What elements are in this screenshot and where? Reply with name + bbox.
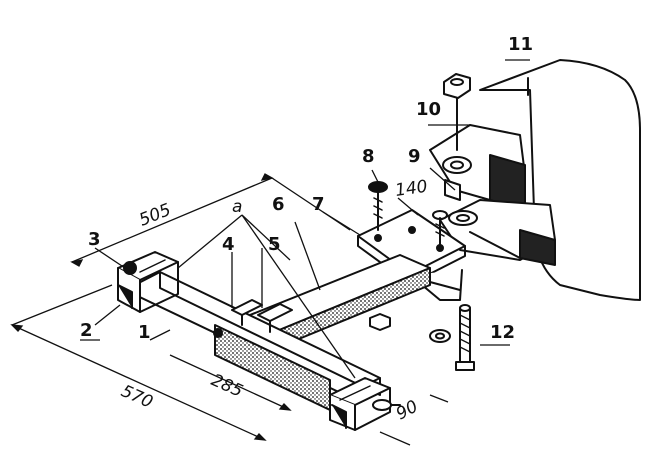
- dimension-lines: [10, 59, 530, 446]
- part-label-4: 4: [222, 234, 235, 255]
- nut-10: [443, 73, 471, 151]
- clamps: [213, 299, 293, 338]
- lower-bracket: [439, 199, 556, 266]
- part-label-3: 3: [88, 229, 101, 250]
- dimension-90: 90: [393, 397, 421, 425]
- dimension-140: 140: [394, 177, 429, 201]
- body-panel: [479, 59, 641, 301]
- part-label-5: 5: [268, 234, 281, 255]
- right-bracket: [329, 377, 401, 431]
- part-label-2: 2: [80, 320, 93, 341]
- bolt-12: [455, 304, 475, 371]
- washer: [429, 329, 451, 343]
- left-bracket: [117, 251, 179, 313]
- part-label-6: 6: [272, 194, 285, 215]
- marker-a: a: [232, 197, 242, 217]
- dimension-285: 285: [208, 370, 246, 401]
- dimension-505: 505: [136, 200, 174, 231]
- part-label-9: 9: [408, 146, 421, 167]
- upper-bracket: [429, 124, 526, 211]
- part-label-12: 12: [490, 322, 515, 343]
- nut-below: [369, 313, 391, 331]
- dimension-570: 570: [118, 381, 156, 412]
- part-label-10: 10: [416, 99, 441, 120]
- part-label-8: 8: [362, 146, 375, 167]
- part-label-11: 11: [508, 34, 533, 55]
- part-label-1: 1: [138, 322, 151, 343]
- part-label-7: 7: [312, 194, 325, 215]
- bolt-140: [432, 210, 448, 246]
